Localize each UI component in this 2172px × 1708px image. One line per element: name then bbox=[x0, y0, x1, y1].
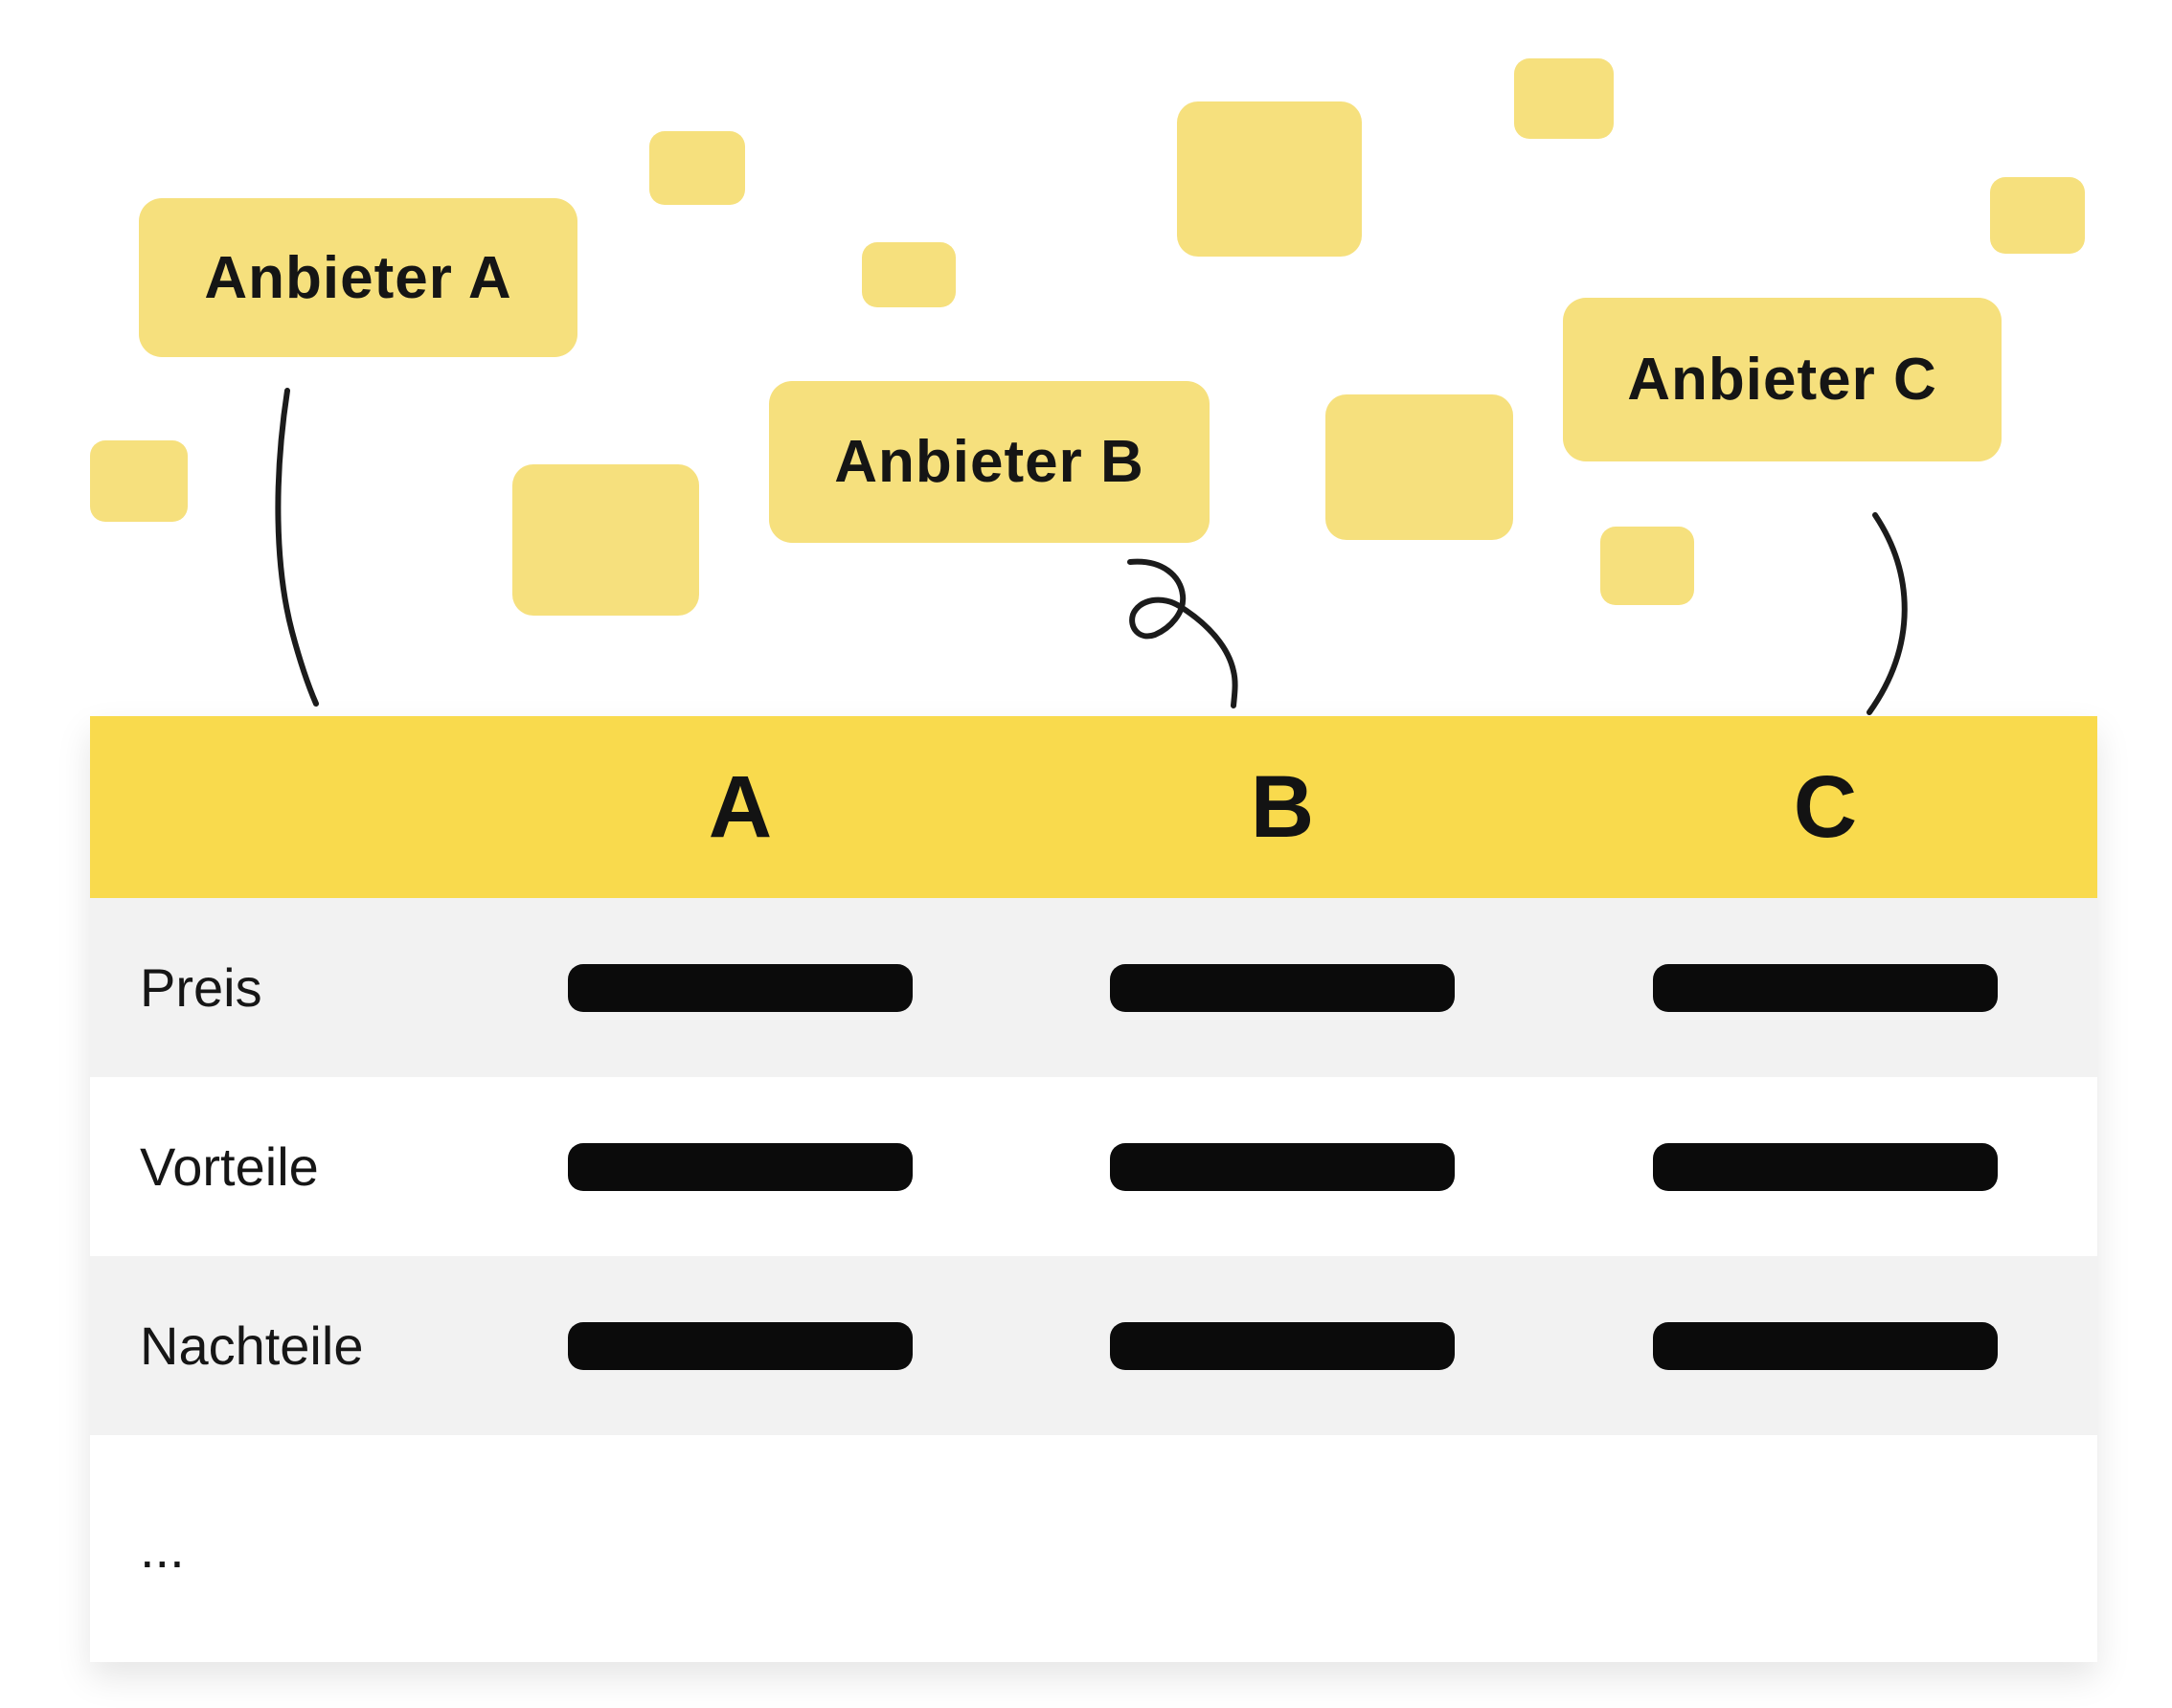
provider-tag-a: Anbieter A bbox=[139, 198, 577, 357]
provider-tag-b: Anbieter B bbox=[769, 381, 1210, 543]
table-header-row: A B C bbox=[90, 716, 2097, 898]
yellow-square bbox=[862, 242, 956, 307]
connector-squiggle-b bbox=[1127, 558, 1238, 708]
provider-tag-a-label: Anbieter A bbox=[204, 244, 512, 311]
value-bar bbox=[568, 1142, 913, 1191]
connector-curve-c bbox=[1867, 512, 1908, 715]
value-bar bbox=[568, 963, 913, 1012]
table-cell bbox=[1011, 1321, 1553, 1370]
provider-tag-b-label: Anbieter B bbox=[834, 429, 1144, 495]
comparison-table: A B C Preis Vorteile Nachteile ... bbox=[90, 716, 2097, 1662]
row-label: Nachteile bbox=[140, 1315, 364, 1376]
table-row-ellipsis: ... bbox=[90, 1435, 2097, 1662]
yellow-square bbox=[1990, 177, 2085, 254]
table-row-preis: Preis bbox=[90, 898, 2097, 1077]
table-cell bbox=[1011, 1142, 1553, 1191]
provider-tag-c: Anbieter C bbox=[1563, 298, 2002, 461]
table-row-nachteile: Nachteile bbox=[90, 1256, 2097, 1435]
yellow-square bbox=[1177, 101, 1362, 257]
table-cell bbox=[469, 1321, 1011, 1370]
table-cell bbox=[1553, 1321, 2097, 1370]
value-bar bbox=[1653, 1142, 1998, 1191]
yellow-square bbox=[1325, 394, 1513, 540]
yellow-square bbox=[90, 440, 188, 522]
connector-curve-a bbox=[275, 388, 319, 707]
value-bar bbox=[1653, 1321, 1998, 1370]
column-header-b: B bbox=[1250, 757, 1315, 856]
column-header-a: A bbox=[708, 757, 773, 856]
table-cell bbox=[1553, 963, 2097, 1012]
value-bar bbox=[1653, 963, 1998, 1012]
yellow-square bbox=[649, 131, 745, 205]
yellow-square bbox=[1514, 58, 1614, 139]
provider-tag-c-label: Anbieter C bbox=[1627, 347, 1937, 413]
table-cell bbox=[469, 1142, 1011, 1191]
value-bar bbox=[1110, 1142, 1455, 1191]
table-cell bbox=[1553, 1142, 2097, 1191]
row-label: Preis bbox=[140, 957, 262, 1018]
value-bar bbox=[1110, 1321, 1455, 1370]
table-cell bbox=[469, 963, 1011, 1012]
value-bar bbox=[568, 1321, 913, 1370]
row-label: Vorteile bbox=[140, 1136, 319, 1197]
column-header-c: C bbox=[1793, 757, 1858, 856]
yellow-square bbox=[512, 464, 699, 616]
table-row-vorteile: Vorteile bbox=[90, 1077, 2097, 1256]
value-bar bbox=[1110, 963, 1455, 1012]
row-label: ... bbox=[140, 1518, 185, 1579]
table-cell bbox=[1011, 963, 1553, 1012]
yellow-square bbox=[1600, 527, 1694, 605]
